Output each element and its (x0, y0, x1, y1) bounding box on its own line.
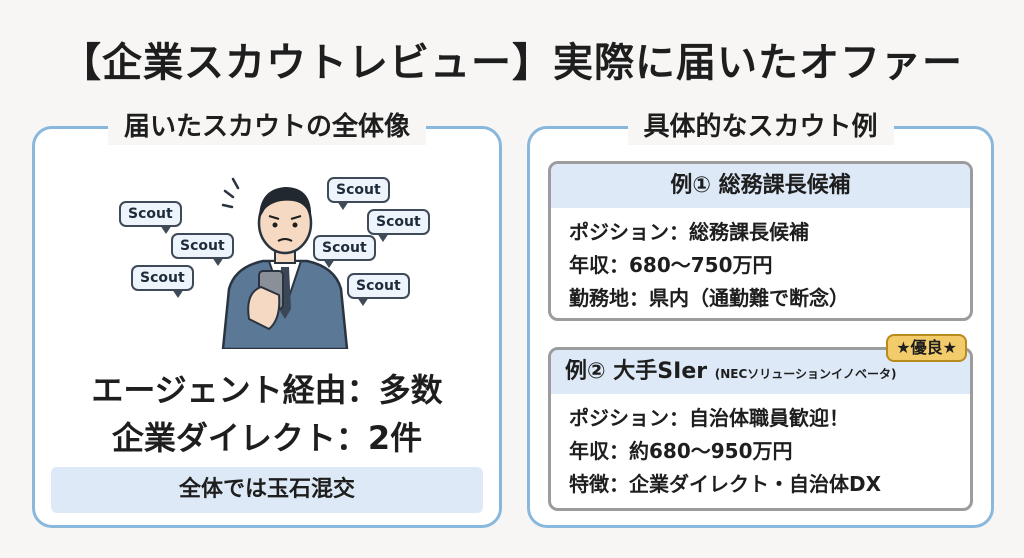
example-card-1: 例① 総務課長候補 ポジション：総務課長候補 年収：680〜750万円 勤務地：… (548, 161, 973, 321)
example-card-2-title: 例② 大手SIer (565, 359, 708, 384)
scout-bubble-icon: Scout (367, 209, 430, 242)
scout-bubble-icon: Scout (119, 201, 182, 234)
agent-scout-count: エージェント経由：多数 (91, 371, 443, 409)
worry-lines-icon (221, 177, 240, 209)
overall-summary: 全体では玉石混交 (51, 467, 483, 513)
scout-bubble-icon: Scout (327, 177, 390, 210)
example-1-location: 勤務地：県内（通勤難で断念） (569, 286, 849, 310)
scout-illustration: Scout Scout Scout Scout Scout Scout Scou… (115, 169, 435, 349)
scout-bubble-icon: Scout (131, 265, 194, 298)
example-card-2-company: (NECソリューションイノベータ) (714, 367, 897, 381)
example-1-salary: 年収：680〜750万円 (569, 253, 773, 277)
example-card-1-title: 例① 総務課長候補 (551, 164, 970, 208)
scout-examples-heading: 具体的なスカウト例 (627, 109, 894, 145)
example-2-salary: 年収：約680〜950万円 (569, 439, 793, 463)
example-2-feature: 特徴：企業ダイレクト・自治体DX (569, 472, 882, 496)
scout-overview-heading: 届いたスカウトの全体像 (107, 109, 427, 145)
main-title: 【企業スカウトレビュー】実際に届いたオファー (61, 40, 963, 86)
example-1-position: ポジション：総務課長候補 (569, 220, 809, 244)
example-2-position: ポジション：自治体職員歓迎！ (569, 406, 849, 430)
scout-examples-panel: 具体的なスカウト例 例① 総務課長候補 ポジション：総務課長候補 年収：680〜… (527, 109, 994, 528)
excellent-badge: ★優良★ (886, 334, 967, 362)
man-with-smartphone-illustration (221, 177, 349, 349)
direct-scout-count: 企業ダイレクト：2件 (111, 419, 423, 457)
scout-overview-panel: 届いたスカウトの全体像 Scout Scout Scout Scout Scou… (32, 109, 502, 528)
scout-bubble-icon: Scout (313, 235, 376, 268)
scout-bubble-icon: Scout (171, 233, 234, 266)
example-card-2: 例② 大手SIer (NECソリューションイノベータ) ポジション：自治体職員歓… (548, 347, 973, 511)
scout-bubble-icon: Scout (347, 273, 410, 306)
